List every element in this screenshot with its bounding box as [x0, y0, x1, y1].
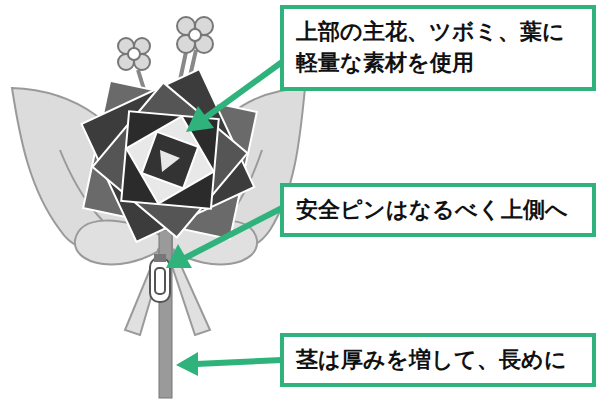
callout-box: 茎は厚みを増して、長めに — [280, 333, 596, 388]
callout-box: 安全ピンはなるべく上側へ — [280, 183, 596, 238]
leader-arrow — [166, 62, 282, 376]
callout-text: 茎は厚みを増して、長めに — [296, 345, 580, 376]
callout-text: 上部の主花、ツボミ、葉に 軽量な素材を使用 — [296, 17, 580, 79]
safety-pin — [150, 254, 170, 302]
callout-box: 上部の主花、ツボミ、葉に 軽量な素材を使用 — [280, 5, 596, 91]
rose — [82, 69, 257, 242]
small-flower — [118, 17, 213, 70]
callout-text: 安全ピンはなるべく上側へ — [296, 195, 580, 226]
